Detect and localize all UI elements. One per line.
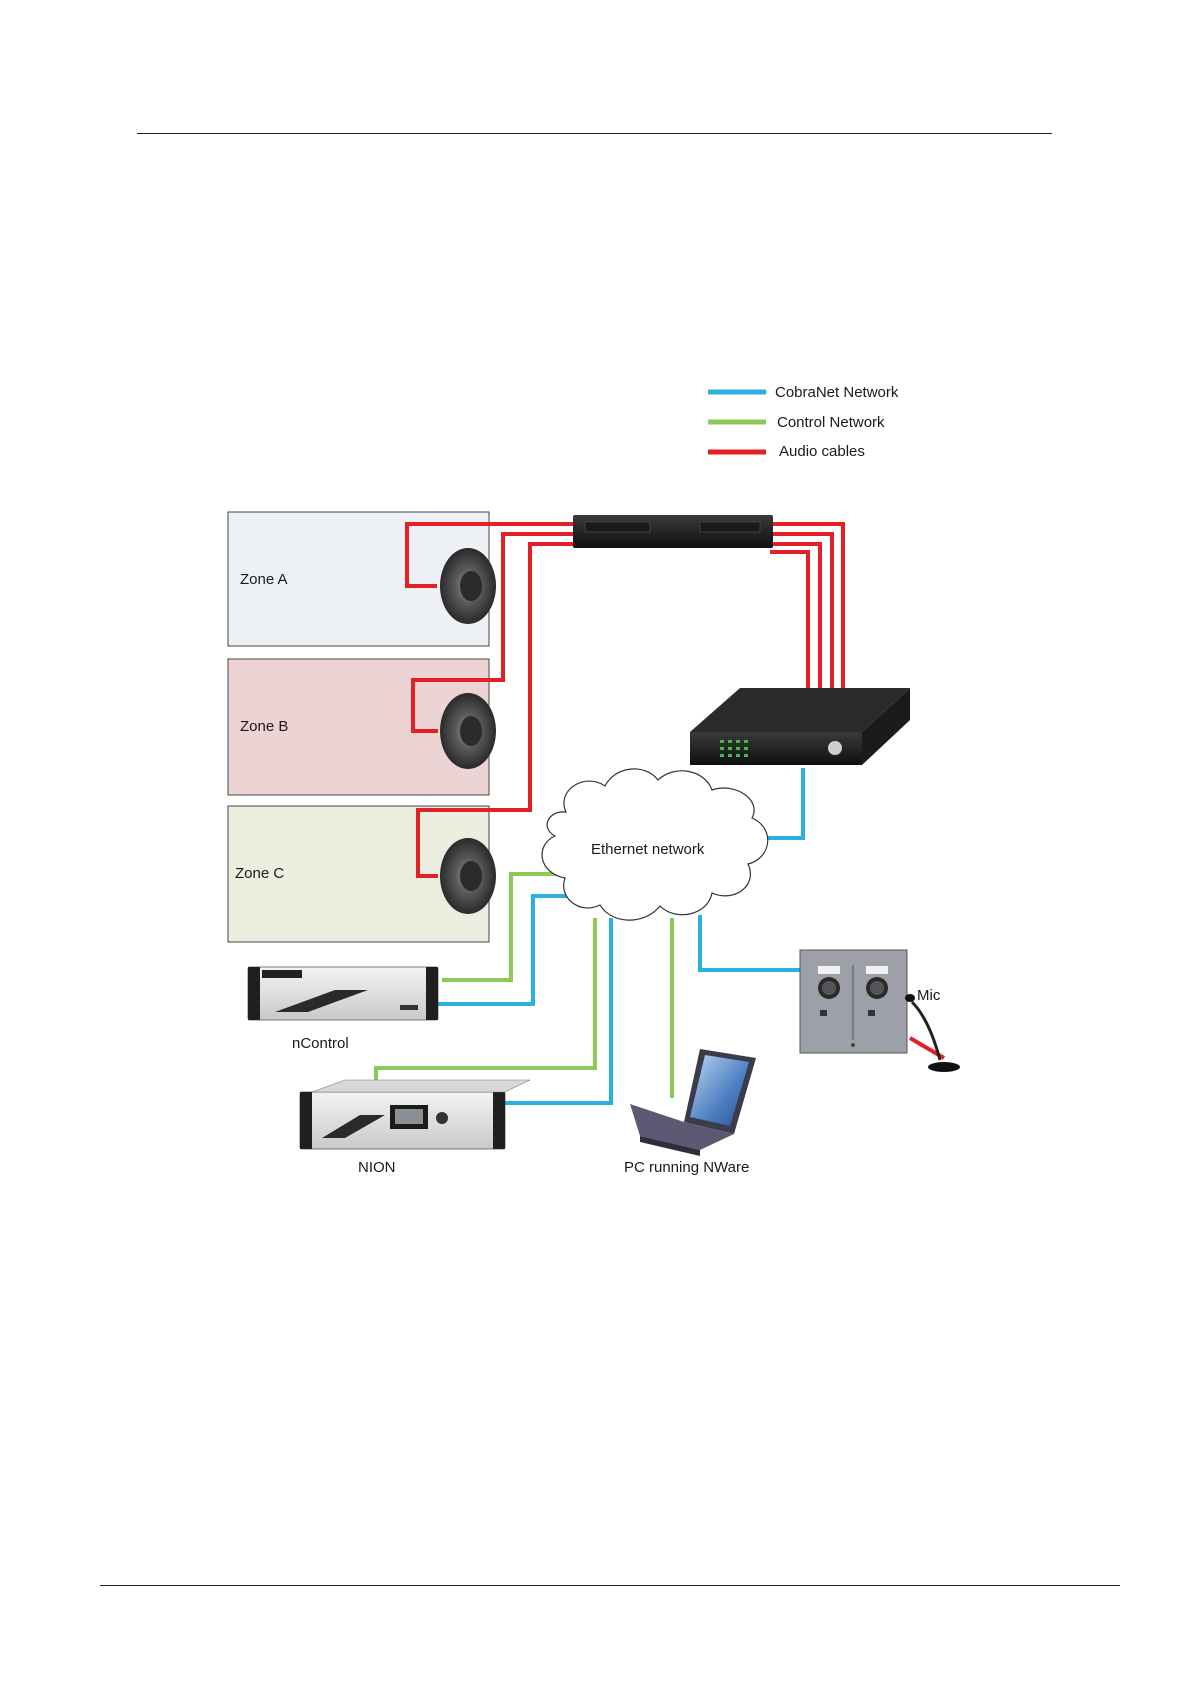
- amplifier-unit: [573, 515, 773, 548]
- mic-device: [905, 994, 960, 1072]
- cloud-label: Ethernet network: [591, 841, 705, 858]
- zone-a-label: Zone A: [240, 571, 288, 588]
- ncontrol-label: nControl: [292, 1035, 349, 1052]
- audio-cable-amp-4: [770, 552, 808, 697]
- legend-label-control: Control Network: [777, 414, 885, 431]
- nion-label: NION: [358, 1159, 396, 1176]
- pc-label: PC running NWare: [624, 1159, 749, 1176]
- legend-label-cobranet: CobraNet Network: [775, 384, 899, 401]
- legend-label-audio: Audio cables: [779, 443, 865, 460]
- cobranet-io-box: [690, 688, 910, 765]
- speaker-zone-a: [440, 548, 496, 624]
- cobranet-cable-wallplate: [700, 915, 806, 970]
- mic-label: Mic: [917, 987, 941, 1004]
- zone-c-label: Zone C: [235, 865, 284, 882]
- ethernet-cloud: Ethernet network: [542, 769, 768, 920]
- zone-b-label: Zone B: [240, 718, 288, 735]
- audio-cable-amp-2: [770, 534, 832, 692]
- speaker-zone-b: [440, 693, 496, 769]
- speaker-zone-c: [440, 838, 496, 914]
- audio-cable-amp-3: [770, 544, 820, 695]
- laptop-device: [630, 1049, 756, 1156]
- wall-plate-device: [800, 950, 907, 1053]
- legend: CobraNet Network Control Network Audio c…: [708, 384, 899, 460]
- ncontrol-device: [248, 967, 438, 1020]
- nion-device: [300, 1080, 530, 1149]
